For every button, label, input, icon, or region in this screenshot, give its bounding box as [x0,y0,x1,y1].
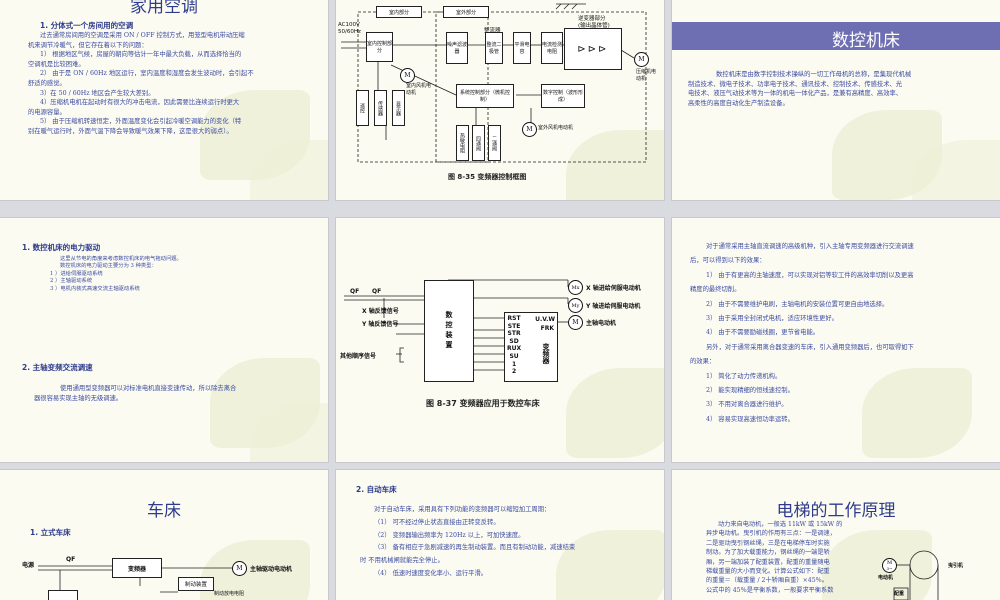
counterweight-label: 配重 [894,591,905,597]
remote-box: 遥控 [356,90,369,126]
slide-title: 电梯的工作原理 [776,501,896,521]
machine-block [48,590,78,600]
slide-ac-inverter-diagram[interactable]: AC100V 50/60Hz 室内部分 室外部分 整流器 逆变器部分 (输出晶体… [336,0,664,200]
other-sequence-label: 其他顺序信号 [340,353,377,360]
noise-filter-box: 噪声滤波器 [446,32,468,64]
y-servo-motor-label: Y 轴进给伺服电动机 [586,303,641,310]
slide-title: 车床 [147,501,181,521]
x-servo-motor-label: X 轴进给伺服电动机 [586,285,641,292]
slide-auto-lathe[interactable]: 2. 自动车床 对于自动车床，采用具有下列功能的变频器可以缩短加工周期： （1）… [336,470,664,600]
body-text: 数控机床是由数字控制技术操纵的一切工作母机的总称，是集现代机械 制造技术、微电子… [688,71,912,107]
ac-input-label: AC100V [338,22,360,28]
decor-leaf [556,530,664,600]
slide-home-ac[interactable]: 家用空调 1. 分体式一个房间用的空调 过去通常房间用的空调是采用 ON / O… [0,0,328,200]
breaker-label: QF [66,556,76,563]
system-control-box: 系统控制部分（微机控制） [456,84,514,108]
title-banner [672,22,1000,50]
compressor-motor-symbol: M [634,52,649,67]
spindle-motor-label: 主轴电动机 [586,320,617,327]
rectifier-box: 整流二极管 [485,32,503,64]
indoor-control-box: 室内控制部分 [366,32,393,62]
thermistor-box: 热敏电阻 [456,125,469,161]
lathe-wiring-diagram [38,565,232,600]
section-heading: 1. 立式车床 [30,528,71,537]
power-label: 电源 [22,562,35,569]
sensor-box: 传感器 [374,90,387,126]
section-heading: 2. 自动车床 [356,485,397,494]
body-text: 过去通常房间用的空调是采用 ON / OFF 控制方式，用笼型电机带动压缩 机来… [28,32,254,135]
four-way-valve-box: 四通阀 [472,125,485,161]
figure-caption: 图 8-35 变频器控制框图 [448,173,527,181]
section-heading: 1. 数控机床的电力驱动 [22,243,101,252]
two-way-valve-box: 二通阀 [488,125,501,161]
smoothing-cap-box: 平滑电容 [513,32,531,64]
indoor-fan-label: 室内风机电动机 [406,83,432,96]
spindle-motor-label: 主轴驱动电动机 [250,566,293,573]
inverter-transistor-bridge: ⊳⊳⊳ [564,28,622,70]
body-text: 对于自动车床，采用具有下列功能的变频器可以缩短加工周期： （1） 可不经过停止状… [360,506,576,577]
drive-control-box: 数字控制（波形形成） [541,84,585,108]
indoor-section-label: 室内部分 [376,6,422,18]
spindle-motor-symbol: M [568,315,583,330]
breaker-label: QF [372,288,382,295]
brake-unit-box: 制动装置 [178,577,214,591]
outdoor-fan-label: 室外风机电动机 [538,125,574,131]
decor-leaf [822,530,932,600]
x-feedback-label: X 轴反馈信号 [362,308,399,315]
slide-title: 数控机床 [832,31,900,51]
cnc-wiring-diagram [344,279,569,371]
body-text: 对于通常采用主轴直流调速的高级机种，引入主轴专用变频器进行交流调速 后，可以得到… [690,243,914,423]
inverter-sub-label: (输出晶体管) [578,23,610,29]
y-feedback-label: Y 轴反馈信号 [362,321,399,328]
slide-spindle-effects[interactable]: 对于通常采用主轴直流调速的高级机种，引入主轴专用变频器进行交流调速 后，可以得到… [672,218,1000,462]
brake-resistor-label: 制动放电电阻 [214,591,245,597]
inverter-label: 逆变器部分 [578,16,606,22]
section-heading: 1. 分体式一个房间用的空调 [40,21,134,30]
indoor-fan-motor-symbol: M [400,68,415,83]
breaker-label: QF [350,288,360,295]
decor-leaf [566,368,664,458]
current-detect-box: 电流检测电阻 [541,32,563,64]
decor-leaf [200,540,310,600]
rectifier-label: 整流器 [484,28,501,34]
body-text: 动力来自电动机，一般选 11kW 或 15kW 的 异步电动机。曳引机的作用有三… [706,521,843,594]
section-heading: 2. 主轴变频交流调速 [22,363,93,372]
decor-leaf [862,368,972,458]
spindle-motor-symbol: M [232,561,247,576]
traction-machine-label: 曳引机 [948,563,964,569]
slide-cnc-drive[interactable]: 1. 数控机床的电力驱动 这里从节电的角度来考虑数控机床的电气拖动问题。 数控机… [0,218,328,462]
slide-title: 家用空调 [130,0,198,17]
compressor-motor-label: 压缩机电动机 [636,69,657,82]
slide-cnc-intro[interactable]: 数控机床 数控机床是由数字控制技术操纵的一切工作母机的总称，是集现代机械 制造技… [672,0,1000,200]
drive-type-list: 这里从节电的角度来考虑数控机床的电气拖动问题。 数控机床的电力驱动主要分为 3 … [50,256,182,292]
y-servo-motor-symbol: My [568,298,583,313]
figure-caption: 图 8-37 变频器应用于数控车床 [426,399,540,408]
elevator-diagram [893,550,939,600]
decor-leaf [566,130,664,200]
slide-elevator[interactable]: 电梯的工作原理 动力来自电动机，一般选 11kW 或 15kW 的 异步电动机。… [672,470,1000,600]
motor-label: 电动机 [878,575,894,581]
inverter-box: 变频器 [112,558,162,578]
frequency-label: 50/60Hz [338,29,361,35]
outdoor-fan-motor-symbol: M [522,122,537,137]
outdoor-section-label: 室外部分 [443,6,489,18]
nc-unit-box: 数控装置 [424,280,474,382]
inverter-block-diagram [341,3,647,163]
x-servo-motor-symbol: Mx [568,280,583,295]
slide-lathe[interactable]: 车床 1. 立式车床 电源 QF 变频器 制动装置 制动放电电阻 M 主轴驱动电… [0,470,328,600]
display-box: 显示器 [392,90,405,126]
body-text: 使用通用型变频器可以对标准电机直接变速传动，所以除去离合 器很容易实现主轴的无级… [34,385,237,402]
